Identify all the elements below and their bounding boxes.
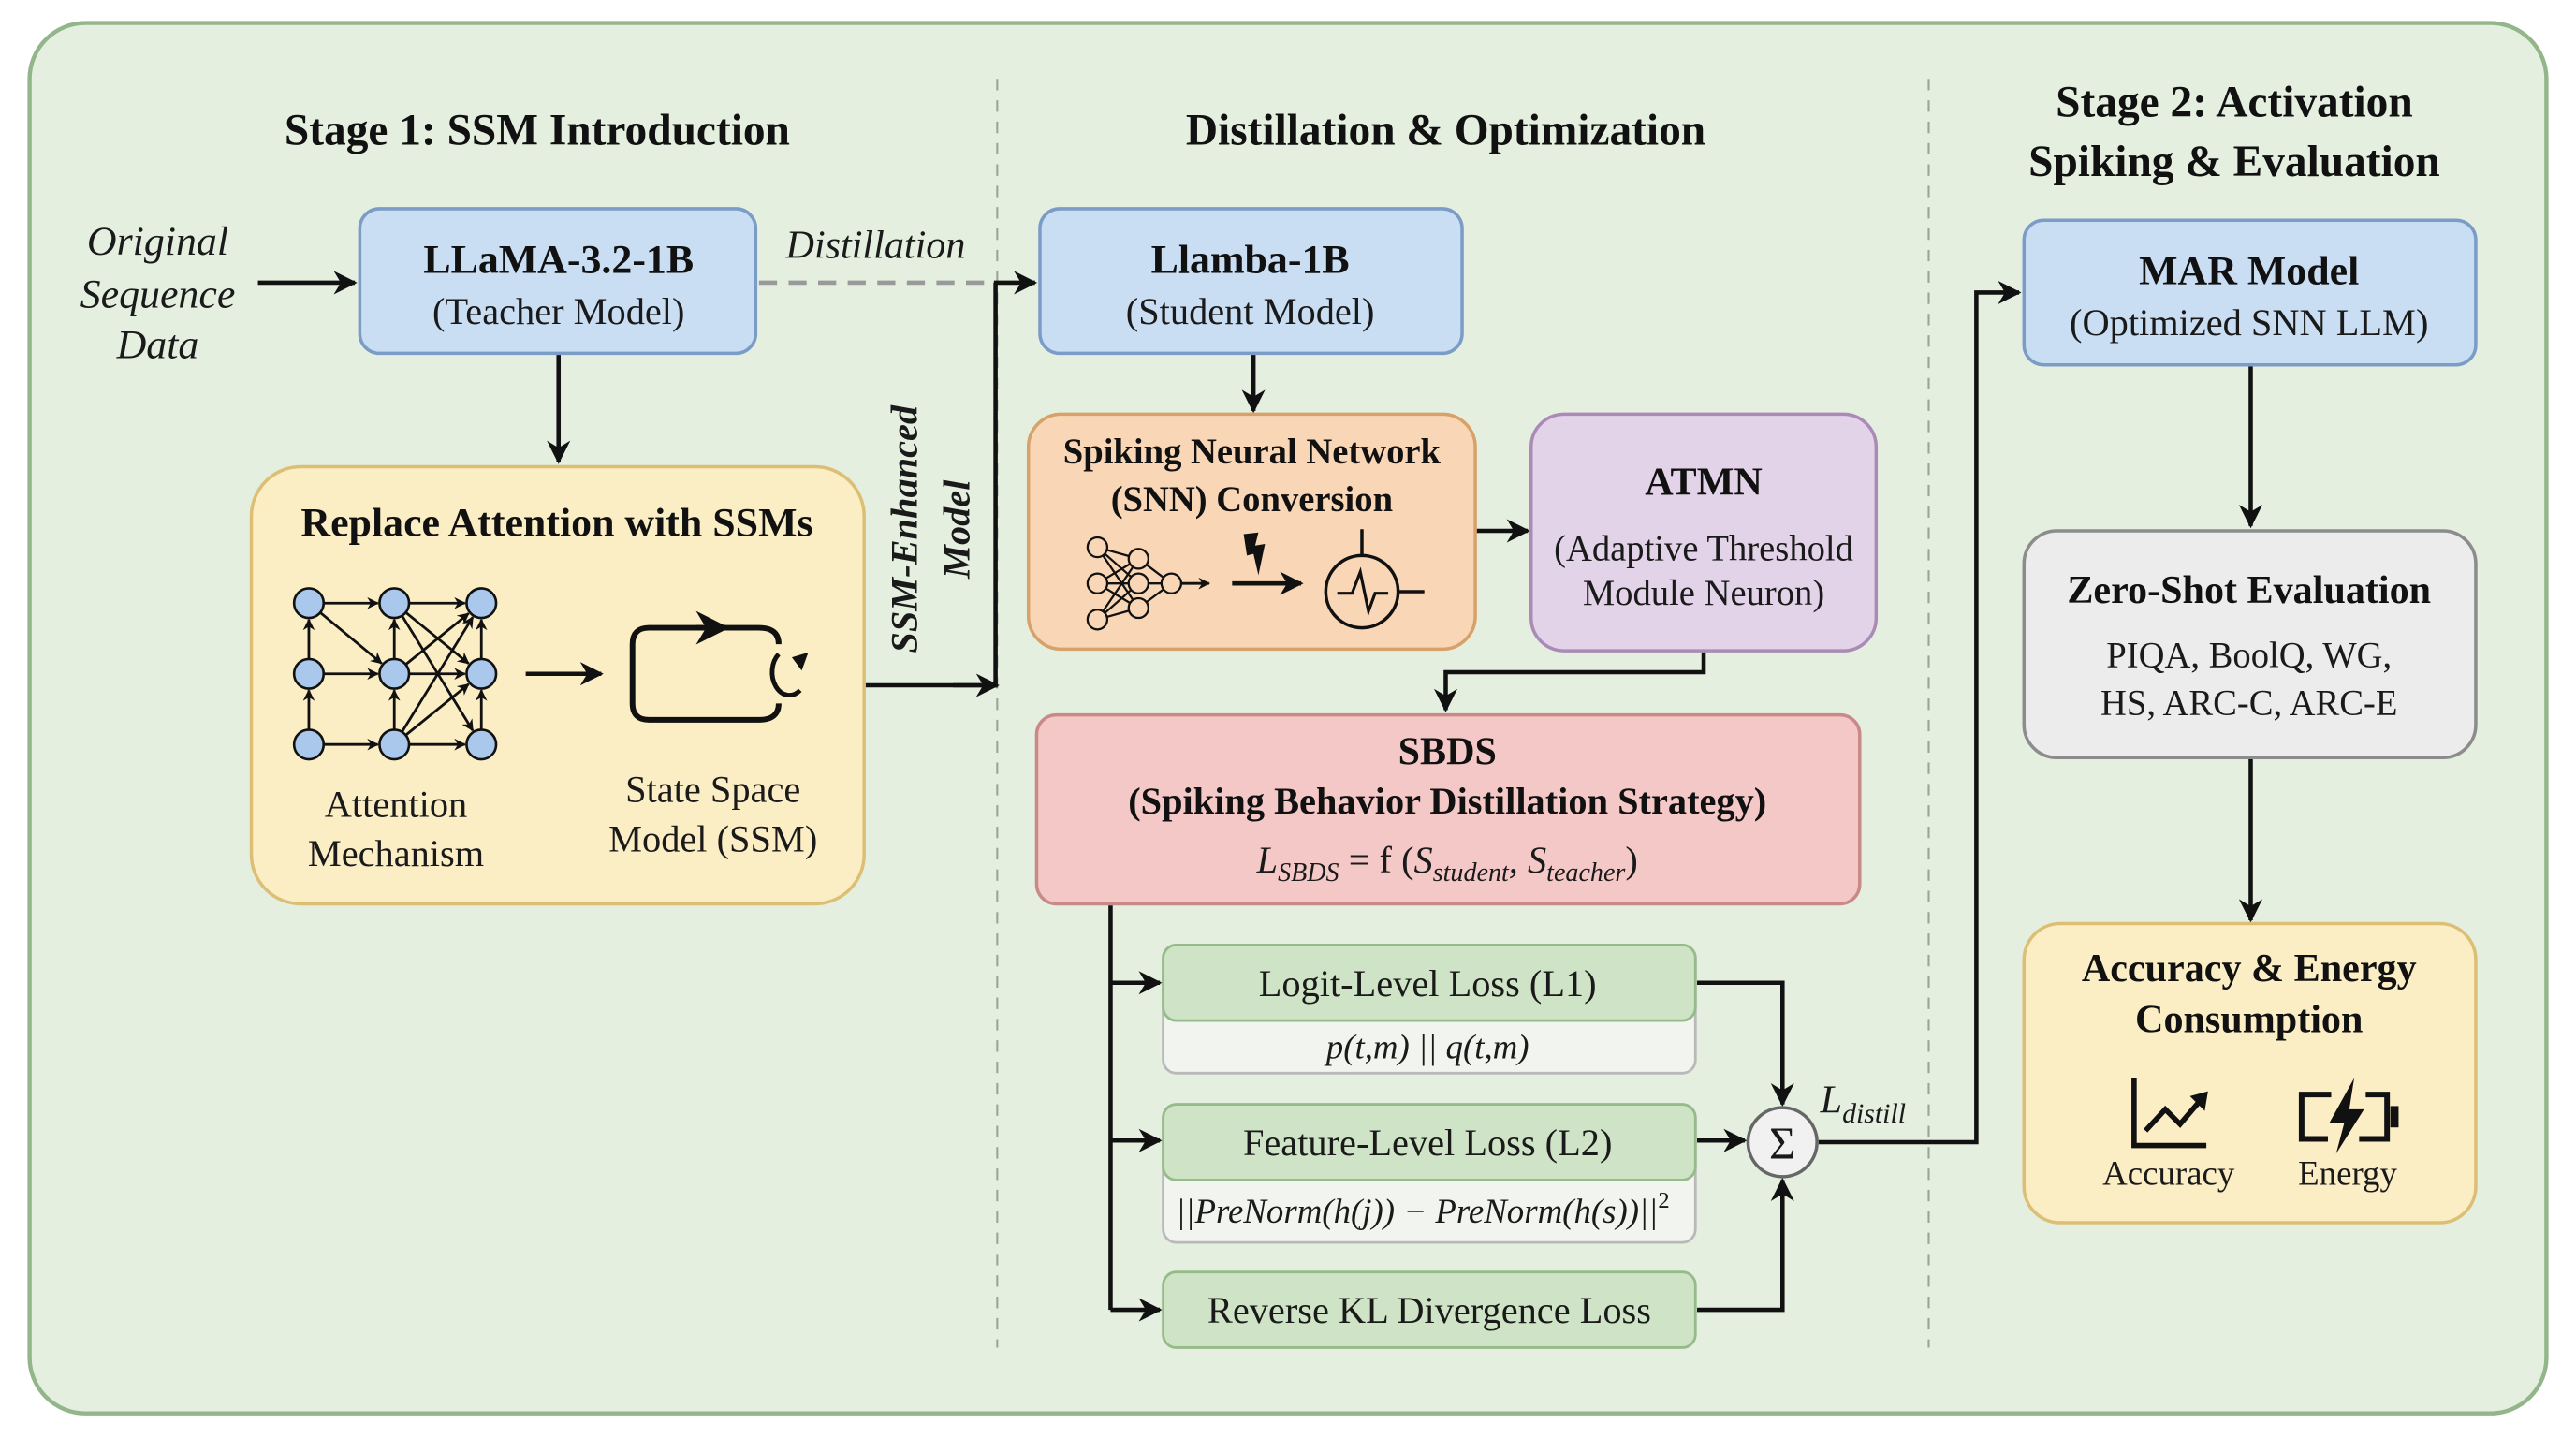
ssm-label-line2: Model (SSM): [608, 817, 817, 859]
attention-edge: [404, 612, 470, 666]
sum-node: Σ: [1746, 1106, 1819, 1179]
spiking-neuron-icon: [1324, 529, 1425, 630]
mar-model-title: MAR Model: [2139, 249, 2359, 294]
feature-loss-title: Feature-Level Loss (L2): [1243, 1122, 1612, 1164]
teacher-model-title: LLaMA-3.2-1B: [423, 237, 694, 282]
svg-text:SSM-Enhanced: SSM-Enhanced: [883, 404, 925, 653]
ssm-loop-icon: [629, 610, 809, 723]
sum-symbol: Σ: [1769, 1118, 1796, 1169]
attention-node: [292, 587, 326, 620]
atmn-subtitle-line2: Module Neuron): [1583, 574, 1824, 613]
svg-text:Original: Original: [87, 219, 228, 264]
replace-attention-box[interactable]: Replace Attention with SSMs: [249, 464, 866, 906]
snn-title-line2: (SNN) Conversion: [1111, 480, 1393, 520]
teacher-model-subtitle: (Teacher Model): [432, 290, 684, 332]
attention-node: [465, 587, 498, 620]
attention-edge: [404, 682, 470, 737]
middle-stage-title: Distillation & Optimization: [1186, 106, 1705, 154]
trending-chart-icon: [2131, 1078, 2208, 1149]
student-model-subtitle: (Student Model): [1126, 290, 1375, 332]
mar-model-subtitle: (Optimized SNN LLM): [2070, 301, 2428, 344]
logit-loss-formula: p(t,m) || q(t,m): [1324, 1027, 1530, 1066]
ssm-enhanced-label: SSM-Enhanced Model: [883, 404, 977, 653]
results-title-line1: Accuracy & Energy: [2082, 946, 2417, 990]
kl-to-sum-arrow: [1697, 1177, 1794, 1313]
atmn-subtitle-line1: (Adaptive Threshold: [1554, 530, 1853, 569]
mar-model-box[interactable]: MAR Model (Optimized SNN LLM): [2022, 218, 2478, 367]
attention-edge: [401, 616, 475, 733]
attention-edge: [319, 611, 383, 665]
sbds-formula: LSBDS = f (Sstudent, Steacher): [1256, 839, 1638, 888]
stage2-title-line2: Spiking & Evaluation: [2028, 138, 2440, 186]
atmn-to-sbds-arrow: [1433, 652, 1706, 712]
student-model-box[interactable]: Llamba-1B (Student Model): [1038, 207, 1464, 356]
attention-node: [292, 657, 326, 690]
snn-title-line1: Spiking Neural Network: [1063, 433, 1442, 472]
teacher-model-box[interactable]: LLaMA-3.2-1B (Teacher Model): [358, 207, 758, 356]
battery-charging-icon: [2298, 1078, 2399, 1154]
energy-label: Energy: [2298, 1154, 2397, 1193]
accuracy-label: Accuracy: [2102, 1154, 2235, 1193]
reverse-kl-loss-title: Reverse KL Divergence Loss: [1208, 1289, 1651, 1331]
attention-node: [378, 728, 411, 761]
attention-label-line1: Attention: [325, 783, 467, 825]
logit-loss-title: Logit-Level Loss (L1): [1259, 962, 1597, 1005]
svg-text:Sequence: Sequence: [80, 271, 236, 316]
l1-to-sum-arrow: [1697, 980, 1794, 1108]
replace-attention-title: Replace Attention with SSMs: [300, 500, 812, 545]
sbds-subtitle: (Spiking Behavior Distillation Strategy): [1128, 780, 1766, 822]
sbds-title: SBDS: [1398, 729, 1497, 773]
results-title-line2: Consumption: [2135, 997, 2363, 1041]
sum-to-mar-arrow: [1818, 280, 2022, 1145]
svg-text:Model: Model: [936, 479, 978, 580]
stage1-title: Stage 1: SSM Introduction: [285, 106, 790, 154]
student-model-title: Llamba-1B: [1151, 237, 1350, 282]
distill-loss-label: Ldistill: [1820, 1078, 1906, 1129]
stage2-title-line1: Stage 2: Activation: [2056, 79, 2413, 127]
attention-node: [465, 728, 498, 761]
zero-shot-evaluation-box[interactable]: Zero-Shot Evaluation PIQA, BoolQ, WG, HS…: [2022, 529, 2478, 760]
atmn-title: ATMN: [1645, 460, 1763, 504]
attention-label-line2: Mechanism: [308, 832, 484, 874]
zero-shot-benchmarks-line2: HS, ARC-C, ARC-E: [2100, 684, 2398, 724]
reverse-kl-loss-box[interactable]: Reverse KL Divergence Loss: [1162, 1270, 1697, 1349]
attention-node: [465, 657, 498, 690]
attention-node: [378, 587, 411, 620]
atmn-box[interactable]: ATMN (Adaptive Threshold Module Neuron): [1530, 412, 1879, 653]
accuracy-energy-box[interactable]: Accuracy & Energy Consumption: [2022, 921, 2478, 1225]
input-data-label: Original Sequence Data: [80, 219, 236, 368]
lightning-spike-icon: [1232, 532, 1304, 595]
attention-node: [292, 728, 326, 761]
logit-loss-box[interactable]: Logit-Level Loss (L1) p(t,m) || q(t,m): [1162, 943, 1697, 1075]
distillation-label: Distillation: [785, 224, 966, 268]
attention-graph-icon: [292, 587, 498, 761]
zero-shot-benchmarks-line1: PIQA, BoolQ, WG,: [2106, 637, 2392, 676]
attention-node: [378, 657, 411, 690]
zero-shot-title: Zero-Shot Evaluation: [2067, 568, 2431, 612]
feature-loss-formula: ||PreNorm(h(j)) − PreNorm(h(s))||2: [1176, 1188, 1669, 1231]
sbds-box[interactable]: SBDS (Spiking Behavior Distillation Stra…: [1034, 712, 1862, 906]
feature-loss-box[interactable]: Feature-Level Loss (L2) ||PreNorm(h(j)) …: [1162, 1103, 1697, 1244]
ssm-label-line1: State Space: [625, 769, 800, 811]
neural-network-icon: [1086, 536, 1211, 631]
svg-text:Data: Data: [116, 323, 199, 368]
